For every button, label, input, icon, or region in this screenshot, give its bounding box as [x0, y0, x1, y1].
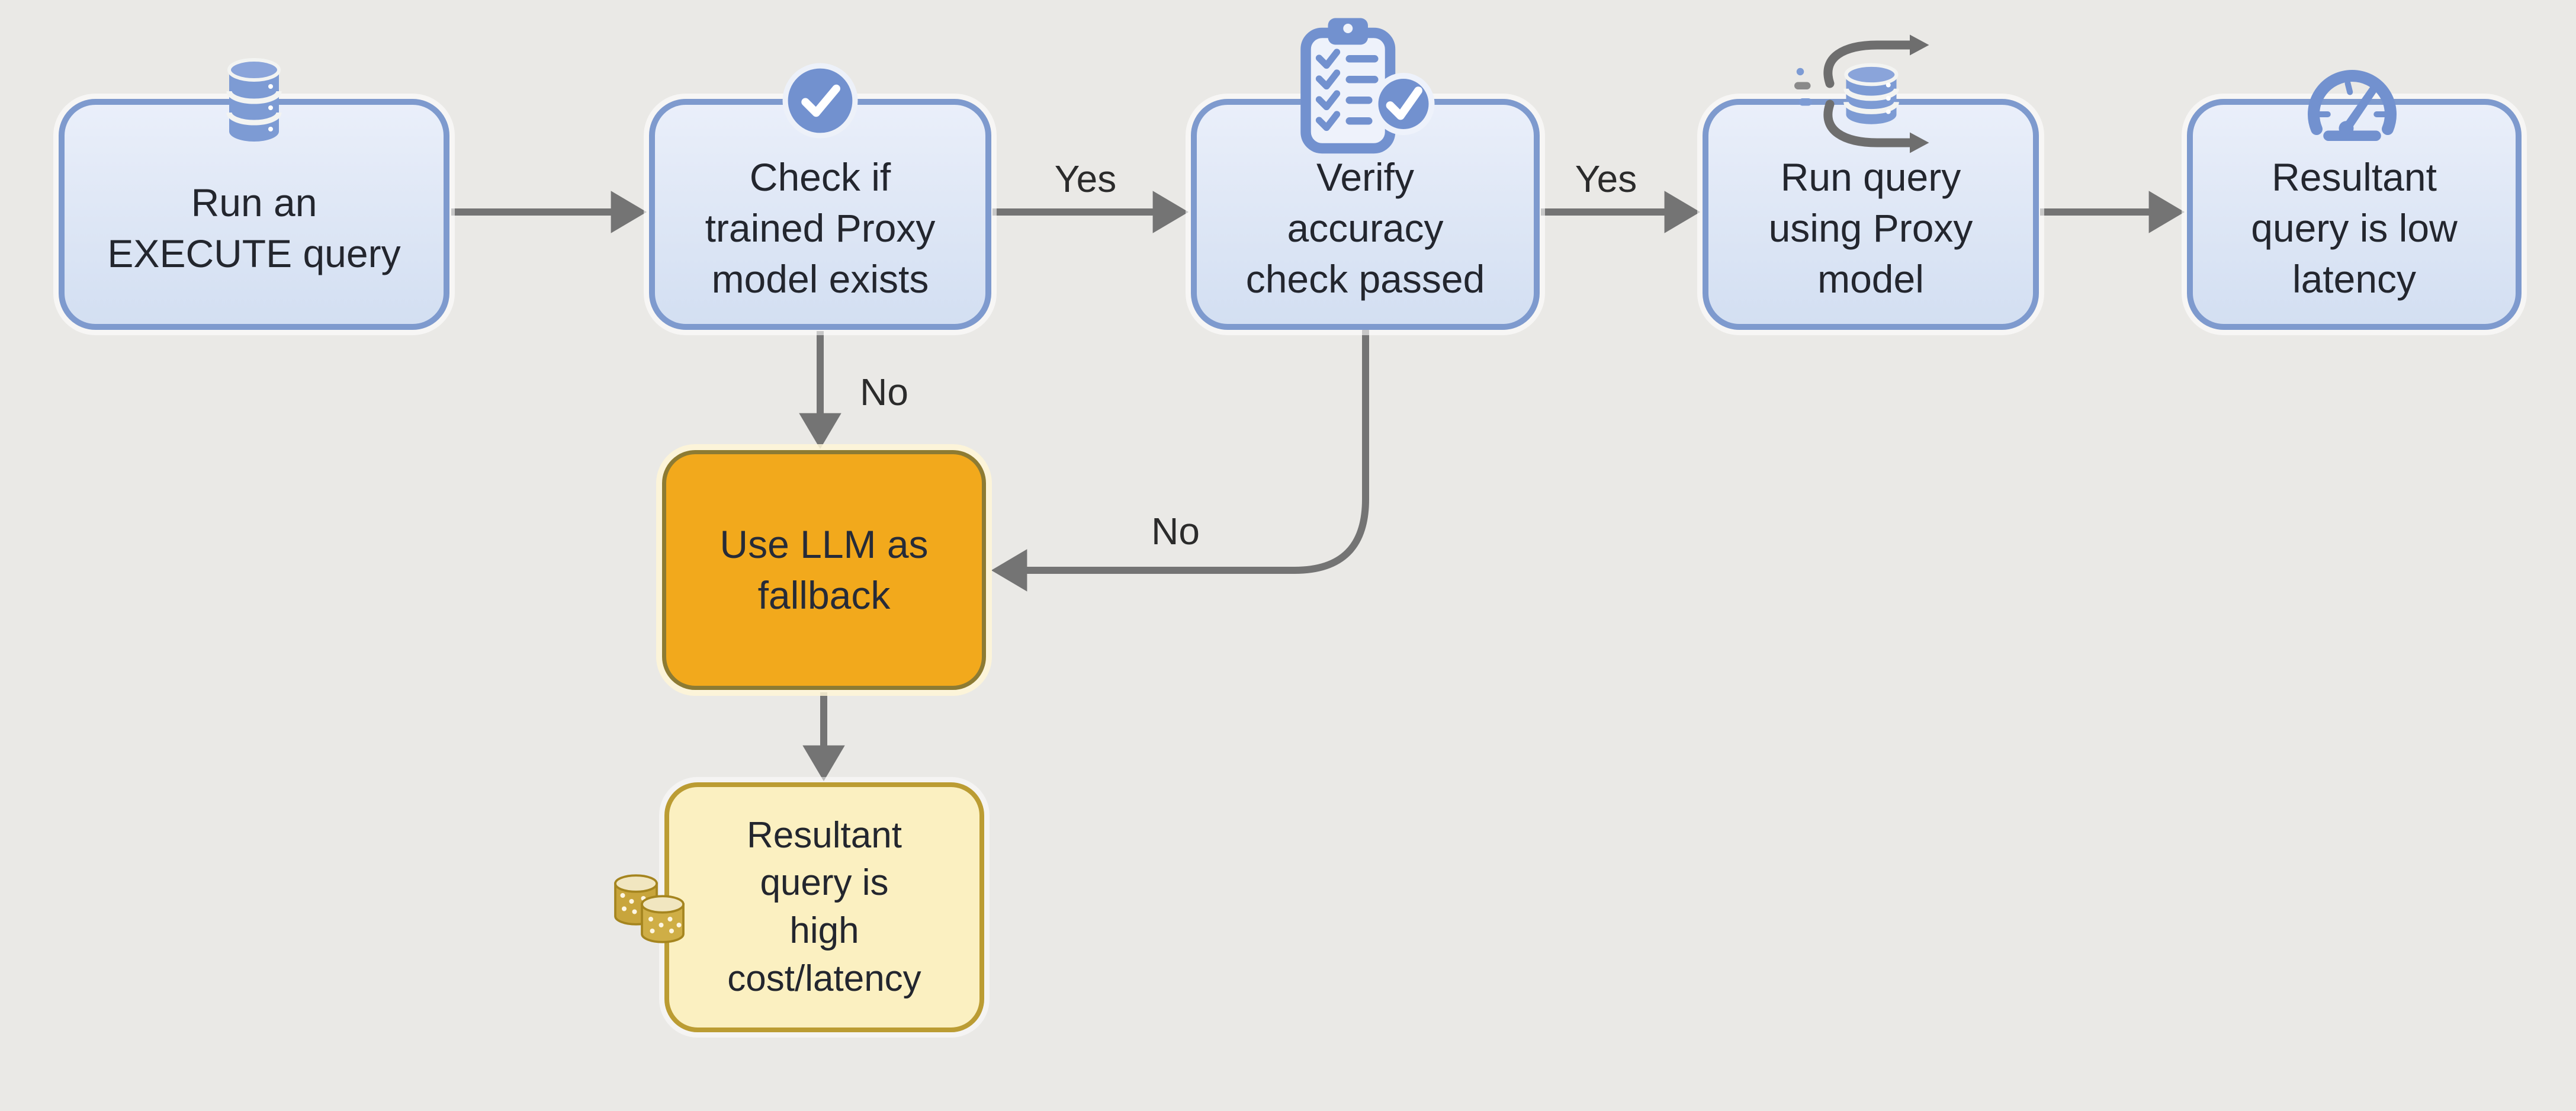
node-label: Resultant query is low latency [2251, 155, 2458, 301]
node-high-cost-latency: Resultant query is high cost/latency [664, 782, 984, 1032]
check-circle-icon [780, 60, 860, 141]
node-label: Resultant query is high cost/latency [727, 814, 921, 999]
edge-label-yes-2: Yes [1575, 158, 1637, 200]
database-flow-icon [1794, 33, 1942, 155]
edge-label-no-2: No [1151, 510, 1200, 553]
node-label: Check if trained Proxy model exists [705, 155, 936, 301]
database-icon [220, 57, 288, 147]
node-label: Use LLM as fallback [720, 522, 929, 617]
node-llm-fallback: Use LLM as fallback [662, 450, 986, 690]
checklist-clipboard-icon [1285, 11, 1435, 159]
edge-label-yes-1: Yes [1054, 158, 1117, 200]
node-label: Run query using Proxy model [1768, 155, 1973, 301]
speedometer-icon [2299, 64, 2405, 141]
node-label: Verify accuracy check passed [1245, 155, 1485, 301]
coins-icon [606, 866, 701, 949]
node-run-query-proxy: Run query using Proxy model [1703, 99, 2039, 330]
edge-verify-to-fallback-no [991, 327, 1369, 592]
node-label: Run an EXECUTE query [107, 181, 401, 275]
edge-label-no-1: No [860, 371, 908, 413]
